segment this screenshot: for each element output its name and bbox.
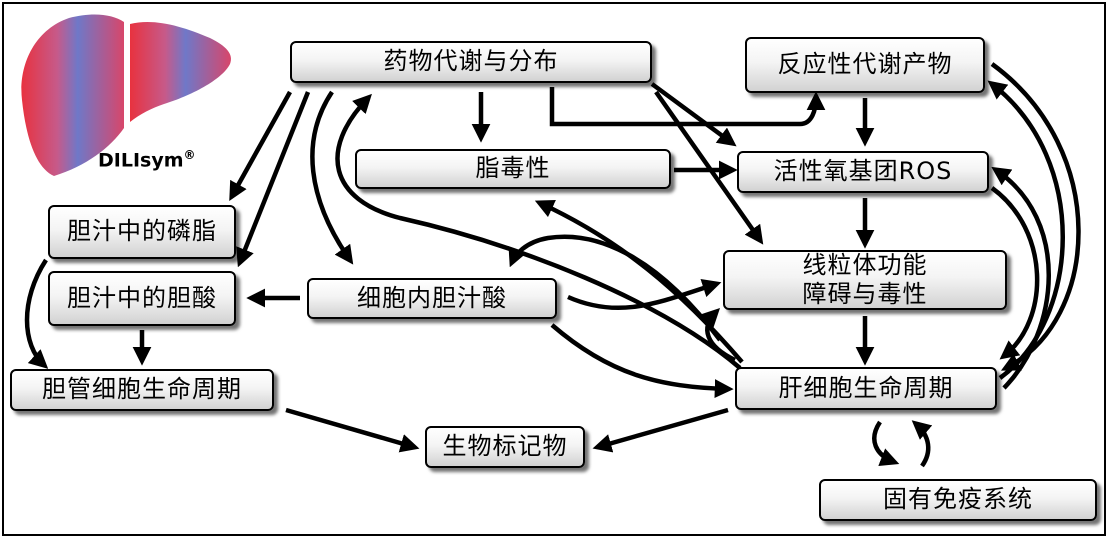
arrow-hepatocyte-to-ros <box>991 166 1051 390</box>
arrow-intracellular-to-mitochondria <box>567 279 722 311</box>
arrow-drug-to-reactive-metabolites <box>549 87 826 127</box>
arrow-ros-to-hepatocyte <box>990 186 1040 360</box>
node-ros: 活性氧基团ROS <box>737 151 989 193</box>
arrow-drug-to-bile-phospholipids <box>229 90 292 201</box>
node-intracellular-bile-acids: 细胞内胆汁酸 <box>307 278 557 319</box>
arrow-hepatocyte-to-biomarkers <box>592 407 729 453</box>
arrow-hepatocyte-to-drug <box>335 93 742 370</box>
node-biomarkers: 生物标记物 <box>425 426 585 468</box>
arrow-cholangiocyte-to-biomarkers <box>285 407 420 453</box>
arrow-immune-to-hepatocyte <box>911 420 933 468</box>
node-innate-immune: 固有免疫系统 <box>819 479 1097 521</box>
arrow-drug-to-ros <box>650 82 737 147</box>
arrow-drug-to-intracellular-bile-acids <box>310 90 354 265</box>
node-mitochondrial-dysfunction: 线粒体功能 障碍与毒性 <box>723 250 1007 310</box>
arrow-hepatocyte-to-intracellular <box>508 234 722 342</box>
arrow-phospholipids-to-cholangiocyte <box>24 258 49 369</box>
arrow-reactive-to-hepatocyte <box>990 62 1081 371</box>
logo-wordmark: DILIsym® <box>98 148 196 172</box>
arrow-hepatocyte-to-reactive <box>987 80 1065 380</box>
node-hepatocyte-life-cycle: 肝细胞生命周期 <box>735 367 997 410</box>
liver-icon <box>21 14 232 176</box>
node-drug-metabolism: 药物代谢与分布 <box>290 41 652 83</box>
dilisym-logo: DILIsym® <box>14 8 244 188</box>
node-cholangiocyte-life-cycle: 胆管细胞生命周期 <box>10 369 274 411</box>
arrow-hepatocyte-to-immune <box>872 420 900 467</box>
node-lipotoxicity: 脂毒性 <box>355 149 671 189</box>
arrow-drug-to-bile-acids <box>236 91 311 268</box>
arrow-drug-to-mitochondria <box>654 90 764 245</box>
arrow-intracellular-to-hepatocyte <box>550 323 734 399</box>
node-bile-acids: 胆汁中的胆酸 <box>48 271 236 326</box>
node-reactive-metabolites: 反应性代谢产物 <box>745 37 985 93</box>
node-bile-phospholipids: 胆汁中的磷脂 <box>48 205 236 259</box>
arrow-hepatocyte-to-mitochondria <box>699 307 736 363</box>
